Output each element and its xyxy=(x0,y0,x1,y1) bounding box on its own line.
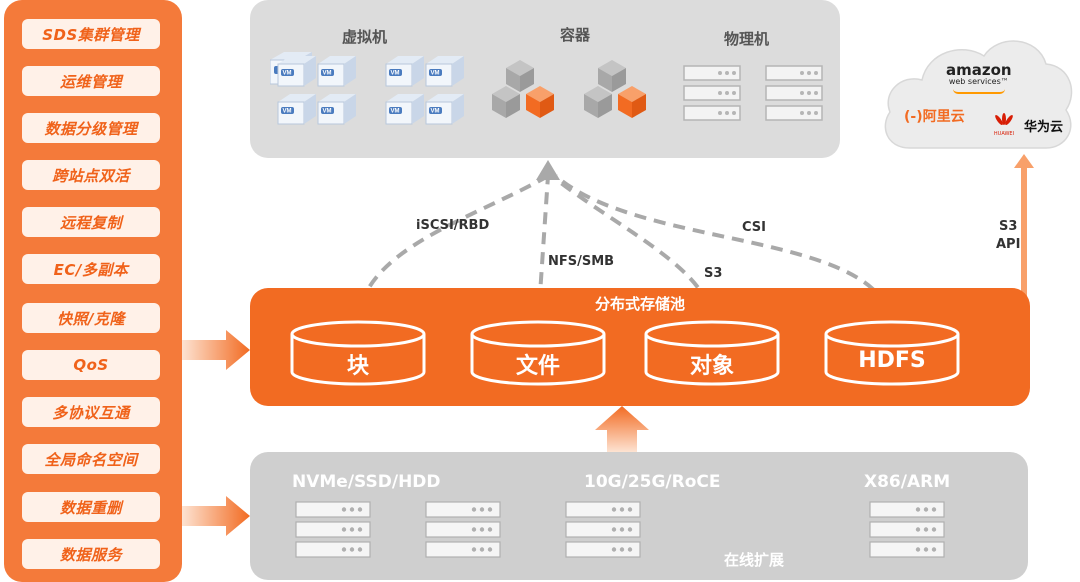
arrow-head-cloud xyxy=(1014,154,1034,168)
vm-icon: VM xyxy=(277,56,316,87)
feature-remote-replication: 远程复制 xyxy=(22,207,160,237)
feature-multi-protocol: 多协议互通 xyxy=(22,397,160,427)
vm-icon: VM xyxy=(425,56,464,87)
container-cluster-icon xyxy=(492,60,646,118)
svg-text:VM: VM xyxy=(391,71,400,77)
cylinder-object-icon xyxy=(644,320,780,386)
server-4-icon xyxy=(915,507,937,552)
vm-cubes: VM VM VM VM VM VM VM VM xyxy=(277,56,464,125)
vm-title: 虚拟机 xyxy=(342,28,388,46)
server-3-icon xyxy=(611,507,633,552)
physical-title: 物理机 xyxy=(724,30,770,48)
svg-text:VM: VM xyxy=(431,109,440,115)
feature-ops-management: 运维管理 xyxy=(22,66,160,96)
feature-qos: QoS xyxy=(22,350,160,380)
arrow-head-compute xyxy=(536,160,560,180)
svg-text:VM: VM xyxy=(431,71,440,77)
vm-icon: VM xyxy=(317,56,356,87)
feature-cross-site-active-active: 跨站点双活 xyxy=(22,160,160,190)
container-group-1 xyxy=(492,60,554,118)
svg-text:VM: VM xyxy=(283,109,292,115)
svg-text:VM: VM xyxy=(323,109,332,115)
aws-logo: amazon web services™ xyxy=(946,63,1012,94)
physical-server-icons xyxy=(683,65,823,121)
feature-ec-multi-replica: EC/多副本 xyxy=(22,254,160,284)
server-1-icon xyxy=(341,507,363,552)
pool-object: 对象 xyxy=(689,354,734,379)
feature-snapshot-clone: 快照/克隆 xyxy=(22,303,160,333)
vm-icon: VM xyxy=(385,56,424,87)
label-csi: CSI xyxy=(742,220,766,235)
vm-icon: VM xyxy=(317,94,356,125)
cylinder-block-icon xyxy=(290,320,426,386)
label-iscsi-rbd: iSCSI/RBD xyxy=(416,218,490,233)
hw-network-label: 10G/25G/RoCE xyxy=(584,472,721,492)
cylinder-file-icon xyxy=(470,320,606,386)
vm-icon: VM xyxy=(385,94,424,125)
arrow-features-to-pool xyxy=(182,330,250,370)
cylinder-hdfs-icon xyxy=(824,320,960,386)
hw-arch-label: X86/ARM xyxy=(864,472,951,492)
svg-text:VM: VM xyxy=(391,109,400,115)
arrow-hardware-to-pool xyxy=(595,406,649,452)
hw-disks-label: NVMe/SSD/HDD xyxy=(292,472,441,492)
label-nfs-smb: NFS/SMB xyxy=(548,254,615,269)
svg-text:VM: VM xyxy=(323,71,332,77)
aliyun-icon: (-) xyxy=(904,109,923,125)
feature-sds-cluster-management: SDS集群管理 xyxy=(22,19,160,49)
feature-data-services: 数据服务 xyxy=(22,539,160,569)
public-cloud xyxy=(884,40,1073,149)
vm-icon: VM xyxy=(425,94,464,125)
container-title: 容器 xyxy=(560,26,591,44)
container-group-2 xyxy=(584,60,646,118)
online-expand-label: 在线扩展 xyxy=(724,551,785,569)
aliyun-logo: (-)阿里云 xyxy=(904,109,965,125)
feature-global-namespace: 全局命名空间 xyxy=(22,444,160,474)
storage-pool-title: 分布式存储池 xyxy=(594,295,685,313)
feature-dedup: 数据重删 xyxy=(22,492,160,522)
server-2-icon xyxy=(471,507,493,552)
huawei-logo: HUAWEI xyxy=(992,112,1016,137)
pool-hdfs: HDFS xyxy=(858,348,926,373)
pool-file: 文件 xyxy=(515,354,560,379)
svg-text:VM: VM xyxy=(283,71,292,77)
huawei-cloud-label: 华为云 xyxy=(1024,120,1064,135)
vm-icon: VM xyxy=(277,94,316,125)
feature-panel: SDS集群管理 运维管理 数据分级管理 跨站点双活 远程复制 EC/多副本 快照… xyxy=(4,0,182,582)
feature-data-tiering: 数据分级管理 xyxy=(22,113,160,143)
link-hdfs-to-compute xyxy=(554,174,894,325)
arrow-features-to-hardware xyxy=(182,496,250,536)
huawei-flower-icon xyxy=(995,113,1013,126)
pool-block: 块 xyxy=(346,354,369,379)
label-s3: S3 xyxy=(704,266,723,281)
